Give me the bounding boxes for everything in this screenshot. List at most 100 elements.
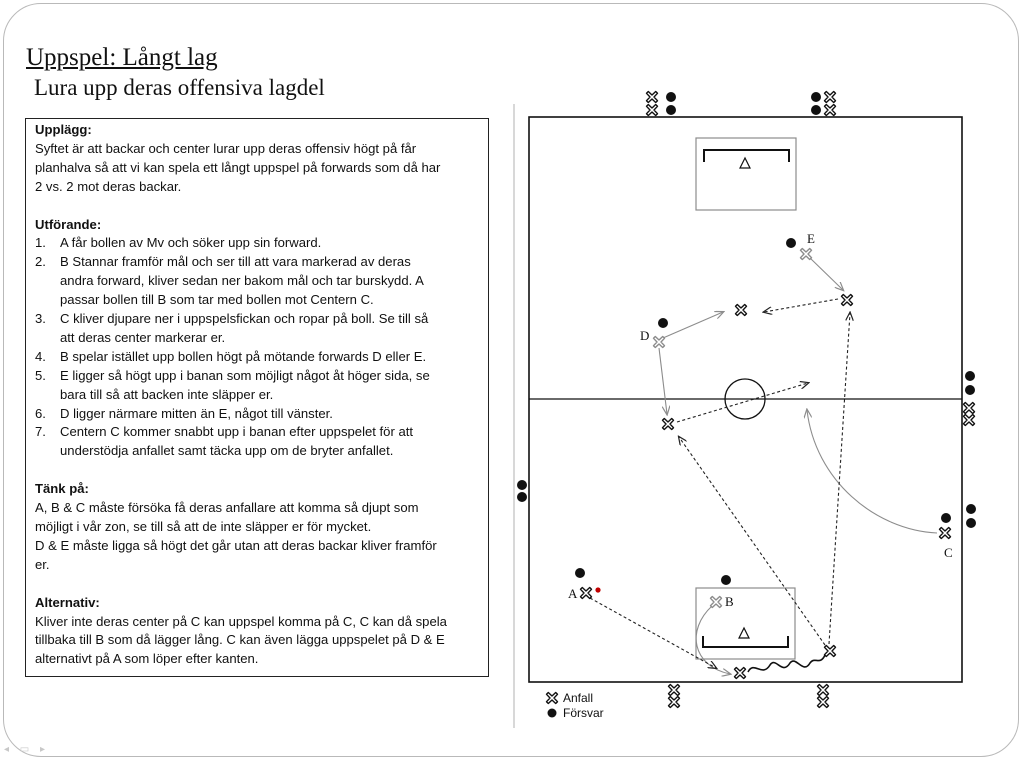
list-item: 5. E ligger så högt upp i banan som möjl… — [35, 367, 480, 405]
pass-arrow-a-b — [589, 597, 716, 668]
list-item-number: 4. — [35, 348, 46, 364]
list-item: 4. B spelar istället upp bollen högt på … — [35, 348, 480, 367]
legend-attack-icon — [545, 691, 559, 705]
bench-defense-icon — [666, 105, 676, 115]
bench-defense-icon — [811, 92, 821, 102]
defender-icon — [786, 238, 796, 248]
list-item-line: A får bollen av Mv och söker upp sin for… — [60, 235, 322, 251]
slide-subtitle: Lura upp deras offensiva lagdel — [34, 75, 325, 100]
bench-attack-icon — [667, 683, 681, 697]
bench-defense-icon — [966, 518, 976, 528]
player-d-icon — [661, 417, 675, 431]
pass-arrow-b-e — [828, 313, 850, 645]
bench-attack-icon — [667, 695, 681, 709]
bottom-goalkeeper-triangle-icon — [738, 626, 750, 639]
player-label-c: C — [944, 545, 953, 560]
player-b-end-icon — [823, 644, 837, 658]
alternativ-heading: Alternativ: — [35, 594, 100, 610]
bench-attack-icon — [823, 90, 837, 104]
list-item: 7. Centern C kommer snabbt upp i banan e… — [35, 423, 480, 461]
list-item-line: C kliver djupare ner i uppspelsfickan oc… — [60, 311, 429, 327]
list-item-line: understödja anfallet samt täcka upp om d… — [60, 443, 394, 459]
instructions-textbox: Upplägg: Syftet är att backar och center… — [25, 118, 489, 677]
alternativ-line: alternativt på A som löper efter kanten. — [35, 651, 259, 667]
bench-defense-icon — [966, 504, 976, 514]
bench-attack-icon — [816, 695, 830, 709]
legend-defense-label: Försvar — [563, 706, 604, 720]
slide-frame — [3, 3, 1019, 757]
defender-icon — [575, 568, 585, 578]
bench-attack-icon — [645, 103, 659, 117]
center-circle — [724, 378, 766, 420]
list-item-number: 7. — [35, 424, 46, 440]
pass-arrow-d-centre — [676, 383, 808, 423]
upplagg-heading: Upplägg: — [35, 122, 92, 137]
attacker-icon — [734, 303, 748, 317]
list-item-line: bara till så att backen inte släpper er. — [60, 386, 274, 402]
bottom-goal-crease — [695, 587, 796, 660]
legend-attack-label: Anfall — [563, 691, 593, 705]
list-item-line: B spelar istället upp bollen högt på möt… — [60, 348, 427, 364]
list-item-number: 2. — [35, 254, 46, 270]
tank-pa-line: möjligt i vår zon, se till så att de int… — [35, 519, 372, 534]
utforande-list: 1. A får bollen av Mv och söker upp sin … — [35, 234, 480, 461]
pass-arrow-e-centre — [764, 298, 839, 312]
top-goal-crease — [695, 137, 797, 211]
bottom-goal-cage — [702, 636, 789, 648]
defender-icon — [658, 318, 668, 328]
list-item: 2. B Stannar framför mål och ser till at… — [35, 253, 480, 310]
tank-pa-line: A, B & C måste försöka få deras anfallar… — [35, 500, 419, 516]
bench-defense-icon — [517, 492, 527, 502]
list-item-line: D ligger närmare mitten än E, något till… — [60, 405, 333, 421]
bench-defense-icon — [811, 105, 821, 115]
upplagg-line: planhalva så att vi kan spela ett långt … — [35, 159, 441, 175]
upplagg-line: 2 vs. 2 mot deras backar. — [35, 178, 182, 194]
player-label-d: D — [640, 328, 649, 343]
alternativ-line: Kliver inte deras center på C kan uppspe… — [35, 613, 447, 629]
player-b-icon — [733, 666, 747, 680]
player-label-a: A — [568, 586, 578, 601]
list-item-number: 1. — [35, 235, 46, 251]
bench-attack-icon — [645, 90, 659, 104]
player-c-icon — [938, 526, 952, 540]
movement-arrow-e — [808, 256, 843, 290]
bench-defense-icon — [965, 371, 975, 381]
player-label-b: B — [725, 594, 734, 609]
dribble-line-b — [747, 654, 826, 673]
player-a-icon — [579, 586, 593, 600]
tank-pa-line: D & E måste ligga så högt det går utan a… — [35, 537, 437, 553]
utforande-heading: Utförande: — [35, 216, 102, 232]
ball-icon — [595, 587, 601, 593]
bench-attack-icon — [962, 413, 976, 427]
bench-defense-icon — [666, 92, 676, 102]
alternativ-line: tillbaka till B som då lägger lång. C ka… — [35, 632, 445, 648]
defender-icon — [941, 513, 951, 523]
list-item-line: B Stannar framför mål och ser till att v… — [60, 254, 411, 270]
bench-attack-icon — [823, 103, 837, 117]
slide-corner-icons: ◂ ▭ ▸ — [4, 744, 50, 755]
player-label-e: E — [807, 231, 815, 246]
list-item-number: 5. — [35, 367, 46, 383]
list-item-line: passar bollen till B som tar med bollen … — [60, 292, 374, 308]
slide-title: Uppspel: Långt lag — [26, 44, 218, 71]
bench-defense-icon — [517, 480, 527, 490]
list-item: 6. D ligger närmare mitten än E, något t… — [35, 405, 480, 424]
movement-arrow-d-down — [658, 347, 667, 414]
player-e-icon — [840, 293, 854, 307]
movement-arrow-c — [807, 410, 938, 534]
upplagg-line: Syftet är att backar och center lurar up… — [35, 140, 417, 156]
pass-arrow-b-d — [679, 437, 826, 646]
list-item-line: andra forward, kliver sedan ner bakom må… — [60, 273, 424, 289]
list-item: 1. A får bollen av Mv och söker upp sin … — [35, 234, 480, 253]
defender-icon — [721, 575, 731, 585]
movement-arrow-d-up — [662, 312, 723, 339]
list-item-number: 3. — [35, 311, 46, 327]
top-goal-cage — [703, 149, 790, 162]
bench-attack-icon — [816, 683, 830, 697]
player-b-start-icon — [709, 595, 723, 609]
player-e-start-icon — [799, 247, 813, 261]
legend-defense-icon — [547, 708, 557, 718]
list-item-line: Centern C kommer snabbt upp i banan efte… — [60, 424, 414, 440]
list-item-line: att deras center markerar er. — [60, 329, 226, 345]
list-item-number: 6. — [35, 405, 46, 421]
